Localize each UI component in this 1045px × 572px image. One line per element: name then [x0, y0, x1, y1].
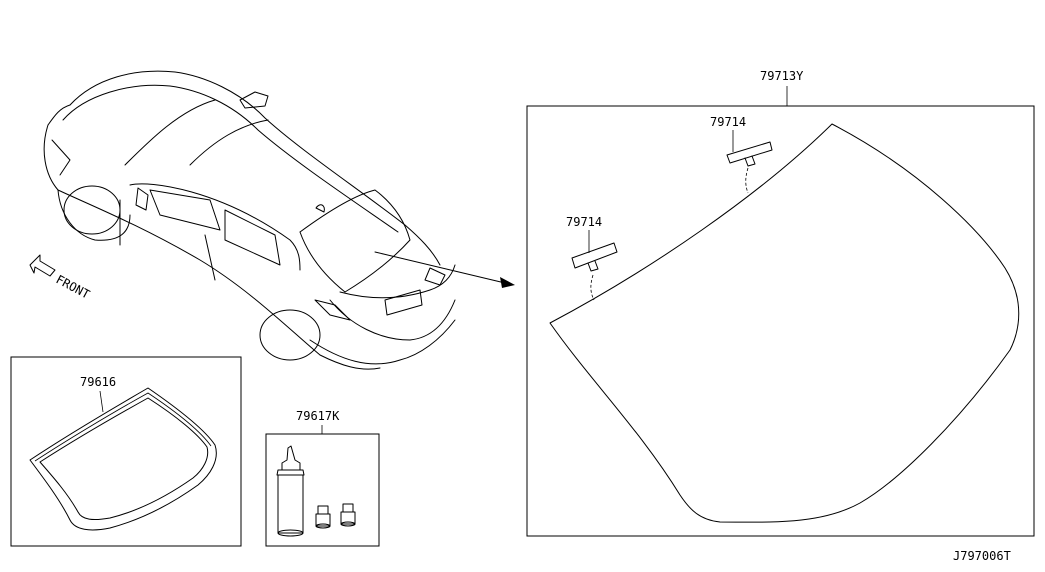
clip-lower: 79714: [566, 215, 618, 301]
rear-glass-panel: 79713Y 79714 79714: [526, 69, 1035, 537]
front-arrow: FRONT: [29, 254, 92, 302]
primer-bottle-2: [340, 503, 356, 527]
dam-rubber-part-number: 79616: [80, 375, 116, 389]
adhesive-kit-panel: 79617K: [265, 409, 380, 547]
dam-rubber-panel: 79616: [10, 356, 242, 547]
clip-upper: 79714: [710, 115, 773, 194]
rear-glass-part-number: 79713Y: [760, 69, 804, 83]
clip-lower-part-number: 79714: [566, 215, 602, 229]
clip-upper-part-number: 79714: [710, 115, 746, 129]
primer-bottle: [315, 505, 331, 529]
glass-pointer-arrow: [374, 251, 515, 288]
diagram-code: J797006T: [953, 549, 1011, 563]
adhesive-tube: [276, 445, 305, 537]
dam-rubber-inner: [39, 397, 209, 521]
car-illustration: [43, 70, 456, 370]
adhesive-kit-part-number: 79617K: [296, 409, 340, 423]
rear-window-glass: [549, 123, 1020, 523]
dam-rubber-outer: [29, 387, 217, 531]
front-label: FRONT: [54, 272, 92, 301]
